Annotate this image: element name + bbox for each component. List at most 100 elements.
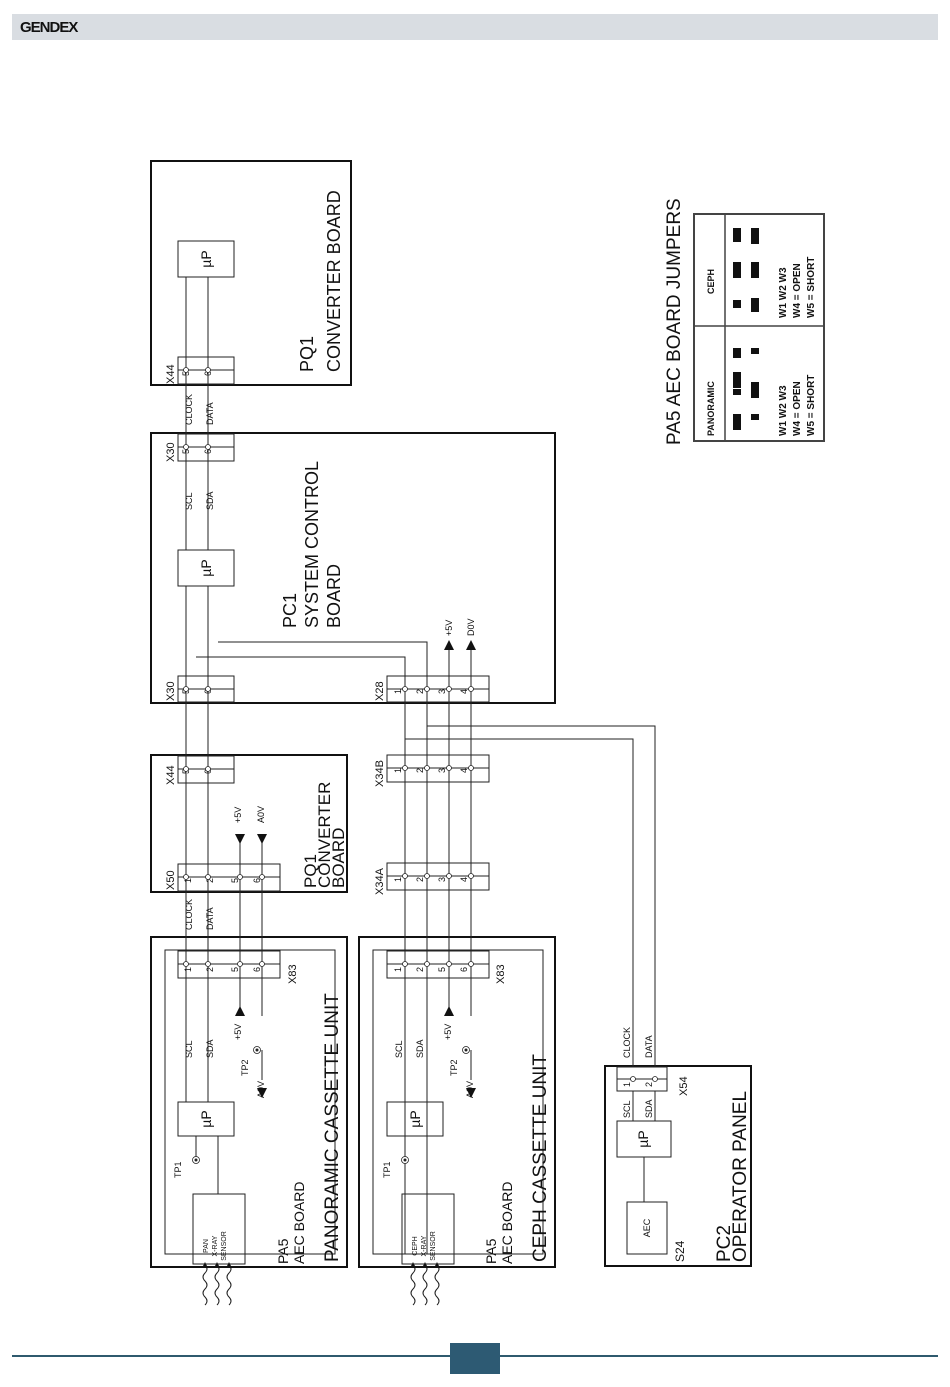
sensor-label: SENSOR: [430, 1231, 437, 1261]
pan-microprocessor: [177, 1101, 235, 1137]
sensor-label: SENSOR: [221, 1231, 228, 1261]
sensor-label: CEPH: [412, 1236, 419, 1255]
pin-label: 1: [393, 768, 403, 773]
pin-label: 6: [252, 967, 262, 972]
panoramic-heading: PANORAMIC: [706, 381, 716, 436]
data-label: DATA: [205, 907, 215, 930]
sda-label: SDA: [644, 1099, 654, 1118]
pc2-name: PC2: [714, 1225, 735, 1262]
pq1-mid-desc1: CONVERTER: [315, 782, 334, 888]
up-label: µP: [635, 1130, 651, 1147]
aec-label: AEC: [642, 1218, 652, 1237]
pin-label: 2: [644, 1082, 654, 1087]
jumper-row: W5 = SHORT: [806, 257, 817, 318]
x30-top-label: X30: [165, 442, 177, 462]
plus5v-label: +5V: [233, 1024, 243, 1040]
pq1-top-board: µP X44 5 6 PQ1 CONVERTER BOARD: [150, 160, 352, 386]
wires: [185, 277, 656, 1254]
pin-label: 3: [437, 877, 447, 882]
x30-left-label: X30: [165, 681, 177, 701]
plus5v-label: +5V: [233, 807, 243, 823]
x50-label: X50: [165, 870, 177, 890]
pc1-board: X30 5 6 SCL SDA µP X30 5 6 X28 1 2 3 4 +…: [150, 432, 556, 704]
sda-label: SDA: [415, 1039, 425, 1058]
pin-label: 4: [459, 689, 469, 694]
data-label: DATA: [644, 1035, 654, 1058]
pq1-top-desc: CONVERTER BOARD: [324, 190, 344, 372]
up-label: µP: [198, 250, 214, 267]
pa5-label: PA5: [483, 1238, 499, 1264]
sensor-label: X-RAY: [421, 1235, 428, 1256]
pc1-desc2: BOARD: [324, 564, 344, 628]
jumper-row: W5 = SHORT: [806, 375, 817, 436]
plus5v-label: +5V: [444, 620, 454, 636]
pc1-desc1: SYSTEM CONTROL: [302, 461, 322, 628]
pq1-mid-board: X44 5 6 X50 1 2 5 6 +5V A0V PQ1 CONVERTE…: [150, 754, 348, 893]
jumper-row: W4 = OPEN: [792, 263, 803, 318]
x54-label: X54: [678, 1076, 690, 1096]
pin-label: 2: [415, 967, 425, 972]
up-label: µP: [407, 1110, 423, 1127]
sda-label: SDA: [205, 1039, 215, 1058]
jumper-row: W4 = OPEN: [792, 381, 803, 436]
pin-label: 2: [415, 877, 425, 882]
arrowheads: [235, 640, 476, 1098]
up-label: µP: [198, 1110, 214, 1127]
pan-xray-sensor: [192, 1193, 246, 1265]
pin-label: 2: [205, 967, 215, 972]
x28-label: X28: [374, 681, 386, 701]
jumpers-title: PA5 AEC BOARD JUMPERS: [664, 198, 685, 445]
aec-board-label: AEC BOARD: [499, 1182, 515, 1264]
tp2-label: TP2: [240, 1059, 250, 1076]
pc1-microprocessor: [177, 549, 235, 587]
ceph-cassette-unit: 1 2 5 6 X83 SCL SDA +5V TP2 A0V µP TP1 C…: [358, 936, 556, 1268]
header-bar: [12, 14, 938, 40]
gendex-logo: GENDEX: [20, 19, 78, 36]
tp1-label: TP1: [173, 1161, 183, 1178]
pin-label: 5: [230, 878, 240, 883]
jumpers-table: PA5 AEC BOARD JUMPERS PANORAMIC CEPH W1 …: [664, 198, 825, 445]
pin-label: 1: [622, 1082, 632, 1087]
a0v-label: A0V: [256, 806, 266, 823]
plus5v-label: +5V: [443, 1024, 453, 1040]
pin-label: 2: [415, 768, 425, 773]
x44-top-label: X44: [165, 364, 177, 384]
clock-label: CLOCK: [622, 1027, 632, 1058]
panoramic-cassette-unit: 1 2 5 6 X83 SCL SDA +5V TP2 A0V µP TP1 P…: [150, 936, 348, 1268]
ceph-heading: CEPH: [706, 269, 716, 294]
page-number-box: [450, 1343, 500, 1374]
data-label: DATA: [205, 402, 215, 425]
scl-label: SCL: [394, 1040, 404, 1058]
aec-switch: [626, 1201, 668, 1255]
pq1-top-name: PQ1: [297, 336, 317, 372]
pin-label: 1: [183, 967, 193, 972]
pin-label: 1: [183, 878, 193, 883]
scl-label: SCL: [184, 1040, 194, 1058]
sensor-label: X-RAY: [212, 1235, 219, 1256]
pin-label: 6: [252, 878, 262, 883]
pc2-desc: OPERATOR PANEL: [730, 1091, 751, 1262]
up-label: µP: [198, 559, 214, 576]
pin-label: 3: [437, 689, 447, 694]
x34a-connector: X34A 1 2 3 4: [374, 862, 490, 895]
scl-label: SCL: [184, 492, 194, 510]
x44-mid-label: X44: [165, 765, 177, 785]
jumper-row: W1 W2 W3: [778, 267, 789, 318]
pin-label: 4: [459, 877, 469, 882]
pan-unit-title: PANORAMIC CASSETTE UNIT: [322, 993, 343, 1262]
pq1-top-microprocessor: [177, 240, 235, 278]
pc2-operator-panel: 1 2 X54 SCL SDA µP AEC S24 PC2 OPERATOR …: [604, 1065, 752, 1267]
pq1-mid-desc2: BOARD: [329, 828, 348, 888]
pc1-name: PC1: [280, 593, 300, 628]
d0v-label: D0V: [466, 618, 476, 636]
pin-label: 6: [459, 967, 469, 972]
ceph-unit-title: CEPH CASSETTE UNIT: [530, 1054, 551, 1262]
pin-label: 2: [415, 689, 425, 694]
pin-label: 5: [230, 967, 240, 972]
scl-label: SCL: [622, 1100, 632, 1118]
pin-label: 1: [393, 689, 403, 694]
x83-label: X83: [287, 964, 299, 984]
pin-label: 4: [459, 768, 469, 773]
ceph-microprocessor: [386, 1101, 444, 1137]
